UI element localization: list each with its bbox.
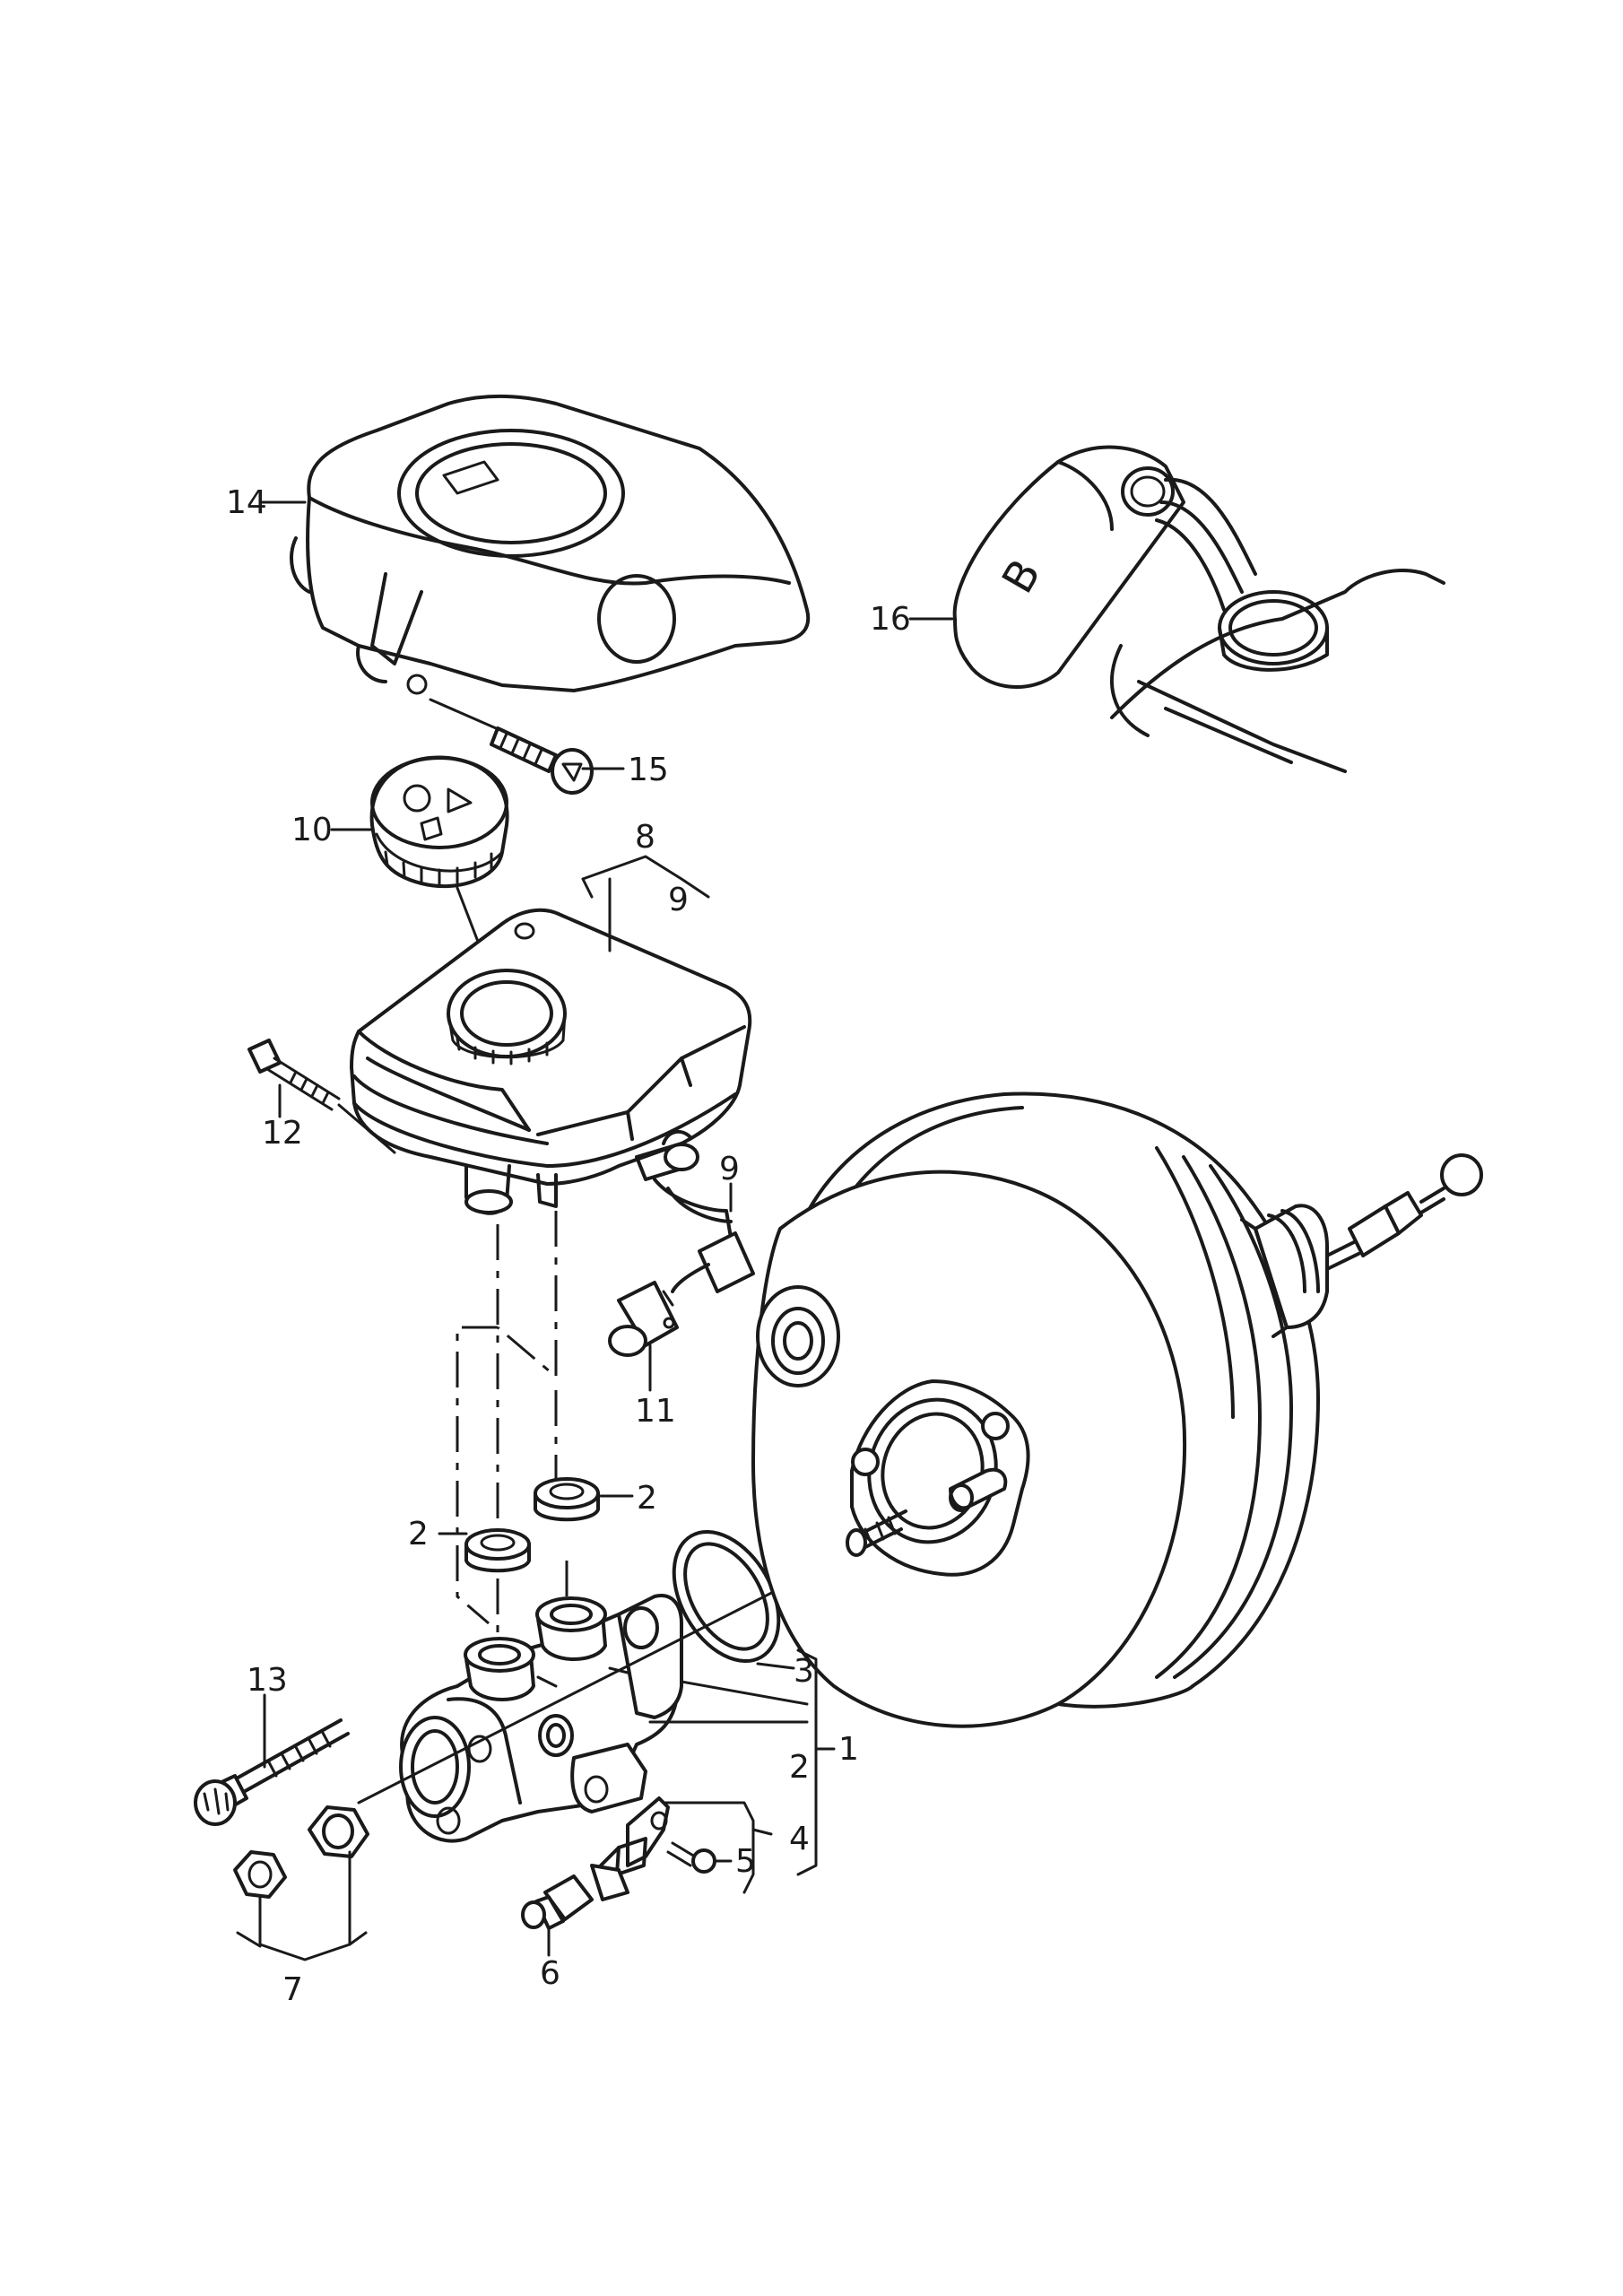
- callout-2-right: 2: [637, 1480, 657, 1517]
- callout-2-left: 2: [408, 1516, 429, 1552]
- brake-booster: [751, 1091, 1483, 1728]
- part-11-warning-switch: [608, 1281, 679, 1357]
- callout-2-bracket: 2: [789, 1749, 810, 1786]
- callout-15: 15: [628, 752, 669, 788]
- part-7-nut-large: [308, 1805, 369, 1858]
- part-1-master-cylinder: [399, 1594, 683, 1843]
- callout-9-connector: 9: [719, 1151, 740, 1187]
- part-8-brake-fluid-reservoir: [350, 908, 752, 1215]
- callout-leaders: [236, 500, 954, 1961]
- part-9-wire-connector: [653, 1178, 755, 1293]
- callout-11: 11: [635, 1393, 676, 1430]
- callout-6: 6: [540, 1955, 560, 1992]
- callout-16: 16: [870, 601, 911, 638]
- part-7-nut-small: [233, 1850, 287, 1899]
- part-16-sleeve: B: [952, 445, 1445, 773]
- part-5-screw: [666, 1841, 716, 1874]
- callout-7: 7: [282, 1971, 303, 2008]
- part-3-o-ring: [672, 1529, 781, 1664]
- callout-1: 1: [838, 1731, 859, 1768]
- part-10-reservoir-cap: [369, 755, 509, 889]
- part-2-grommet-right: [534, 1477, 600, 1522]
- callout-8: 8: [635, 819, 655, 856]
- callout-4: 4: [789, 1821, 810, 1857]
- part-14-reservoir-cover: [290, 394, 811, 695]
- part-13-bolt: [194, 1718, 350, 1826]
- part-15-screw: [429, 698, 594, 795]
- callout-3: 3: [794, 1653, 814, 1690]
- assembly-centerlines: [456, 1211, 568, 1641]
- part-6-pressure-sensor: [521, 1874, 594, 1930]
- callout-12: 12: [262, 1115, 303, 1152]
- callout-numbers: 14 16 15 10 8 9 12 9 11 2 2 3 13 1 2 4 5…: [226, 484, 911, 2008]
- callout-10: 10: [291, 812, 333, 848]
- part-12-bolt: [247, 1039, 396, 1154]
- callout-13: 13: [247, 1662, 288, 1699]
- callout-14: 14: [226, 484, 267, 521]
- part-4-sensor-bracket: [590, 1796, 670, 1901]
- callout-5: 5: [735, 1843, 756, 1880]
- part-2-grommet-left: [464, 1528, 531, 1573]
- callout-9-top: 9: [668, 882, 689, 918]
